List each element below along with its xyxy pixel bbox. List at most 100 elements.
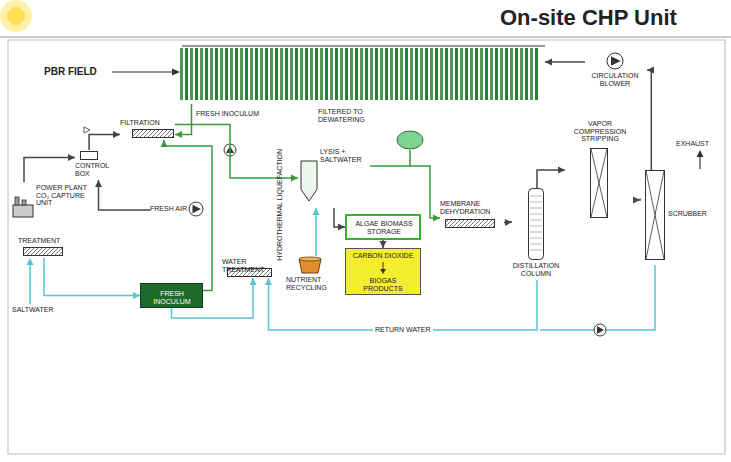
node-label: FRESH AIR [150,205,188,213]
node-label: CIRCULATION BLOWER [585,72,645,87]
pbr-tube [430,48,433,100]
diagram-title: On-site CHP Unit [500,6,677,30]
arrow-head [380,241,387,248]
line-shape [530,214,542,215]
flow-connector [95,180,150,210]
pbr-tube [315,48,318,100]
storage-box: ALGAE BIOMASS STORAGE [345,214,421,240]
pbr-tube [255,48,258,100]
pipe-line [315,208,317,256]
pbr-tube [400,48,403,100]
membrane-unit: MEMBRANE DEHYDRATION [440,200,504,230]
plant-symbol [12,196,34,218]
node-label: DISTILLATION COLUMN [512,262,560,277]
line-shape [530,244,542,245]
arrow-head [95,180,102,187]
scrubber-column: SCRUBBER [640,170,715,265]
pbr-tube [390,48,393,100]
pipe-line [175,104,192,135]
node-label: CARBON DIOXIDE [349,252,417,260]
flow-connector [89,131,120,150]
arrow-head [338,224,345,231]
arrow-head [161,140,168,147]
lysis-vessel: LYSIS + SALTWATER [298,148,370,208]
hatch-symbol [23,247,63,256]
pbr-tube [370,48,373,100]
pbr-tube [190,48,193,100]
rect-shape [591,149,608,218]
flow-connector [647,67,654,171]
arrow-head [250,278,257,285]
biogas-box: CARBON DIOXIDEBIOGAS PRODUCTS [345,248,421,295]
annotation-label: FILTERED TO DEWATERING [318,108,378,123]
flow-connector [44,258,140,299]
pbr-tube [245,48,248,100]
down-symbol [379,262,387,274]
pbr-tube [530,48,533,100]
pbr-tube [460,48,463,100]
pipe-line [89,135,120,151]
recycling-vessel: NUTRIENT RECYCLING [286,256,346,294]
pbr-tube [270,48,273,100]
node-label: FILTRATION [120,119,170,127]
arrow-head [633,197,640,204]
pump-symbol [594,324,606,336]
tank-pipe [409,150,411,166]
pbr-tube [295,48,298,100]
rect-shape [24,248,63,256]
exhaust-pipe [699,156,700,169]
node-label: PBR FIELD [44,66,114,77]
pbr-tube [475,48,478,100]
arrow-head [113,131,120,138]
pbr-arrow [112,71,174,72]
pbr-tube [425,48,428,100]
pbr-tube [380,48,383,100]
air-blower: FRESH AIR [150,200,205,220]
tubes-symbol [180,48,540,100]
header-pipe [182,45,545,46]
pbr-tube [310,48,313,100]
line-shape [646,171,664,259]
pbr-tube [280,48,283,100]
pbr-tube [510,48,513,100]
blower: CIRCULATION BLOWER [585,50,647,90]
node-label: TREATMENT [18,237,68,245]
hatch-symbol [132,129,174,138]
pbr-tube [345,48,348,100]
pbr-tube [215,48,218,100]
line-shape [530,238,542,239]
line-shape [530,220,542,221]
pbr-tube [395,48,398,100]
pbr-tube [535,48,538,100]
polygon-shape [380,269,386,274]
flow-connector [334,208,345,231]
circle-shape [189,202,203,216]
line-shape [383,262,384,270]
pbr-tube [260,48,263,100]
column-symbol [528,188,544,260]
node-label: FRESH INOCULUM [143,290,201,305]
inoculum-box: FRESH INOCULUM [140,283,203,308]
rect-shape [24,248,62,255]
pbr-tube [195,48,198,100]
pbr-tube [470,48,473,100]
hatch-symbol [445,219,495,228]
pbr-tube [325,48,328,100]
pump-arrow [597,326,604,334]
node-label: WATER TREATMENT [222,258,282,273]
line-shape [530,250,542,251]
pbr-tube [305,48,308,100]
line-shape [591,149,607,217]
vessel-symbol [300,160,318,202]
annotation-label: FRESH INOCULUM [196,110,266,118]
pbr-tube [420,48,423,100]
path-shape [301,161,317,201]
flow-connector [175,104,192,138]
filtration-unit: FILTRATION [120,118,175,140]
box-symbol [80,151,98,160]
rect-shape [133,130,173,137]
rect-shape [646,171,665,260]
pbr-tube [265,48,268,100]
pbr-tube [320,48,323,100]
